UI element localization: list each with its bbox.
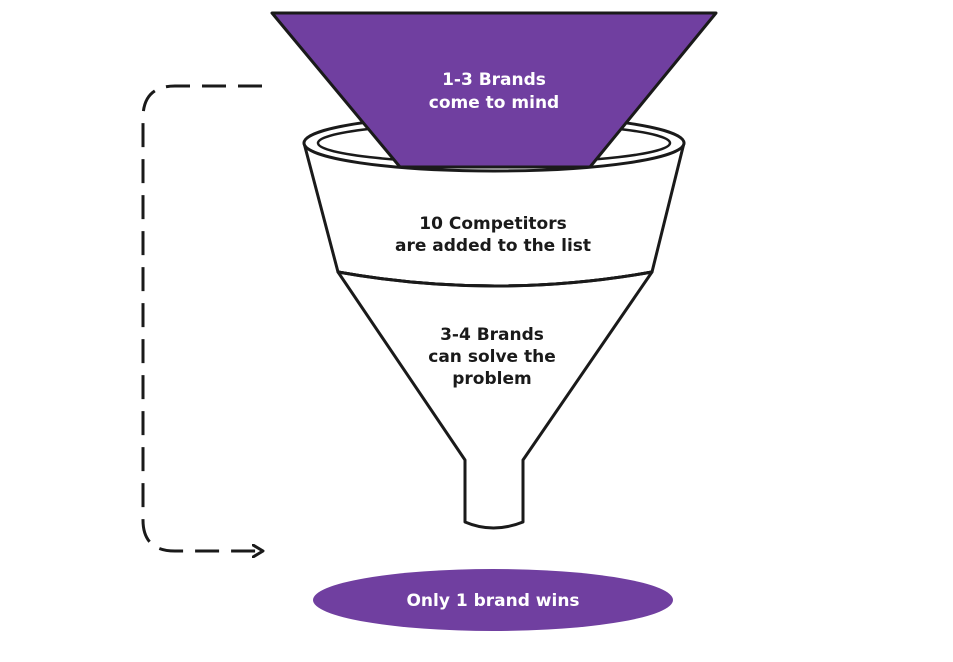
result-label: Only 1 brand wins bbox=[406, 591, 579, 611]
result-ellipse bbox=[313, 569, 673, 631]
top-stage-triangle bbox=[270, 11, 718, 169]
top-stage-line2: come to mind bbox=[429, 93, 559, 113]
lower-stage-line2: can solve the bbox=[428, 347, 555, 367]
top-stage-line1: 1-3 Brands bbox=[442, 70, 546, 90]
middle-stage-line2: are added to the list bbox=[395, 236, 591, 256]
middle-stage-line1: 10 Competitors bbox=[419, 214, 566, 234]
funnel-band-divider bbox=[337, 270, 653, 288]
lower-stage-line3: problem bbox=[452, 369, 531, 389]
dashed-loop-arrow-icon bbox=[141, 84, 262, 551]
lower-stage-line1: 3-4 Brands bbox=[440, 325, 544, 345]
funnel-cone bbox=[336, 270, 654, 530]
